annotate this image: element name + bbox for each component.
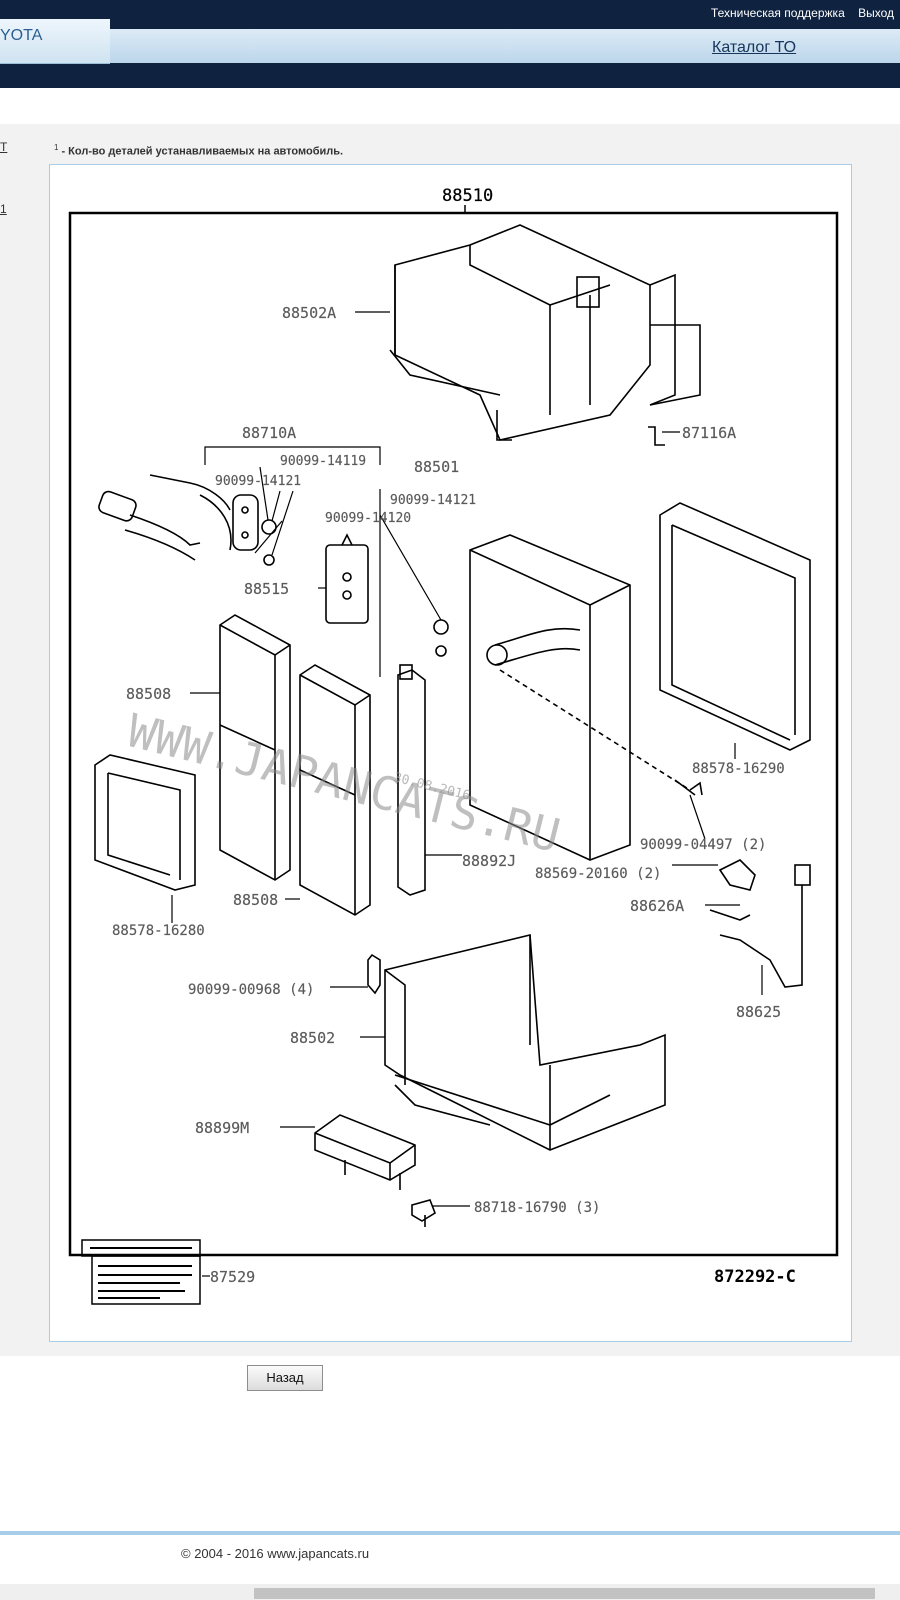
brand-tab[interactable] (0, 19, 110, 64)
tube-assembly (98, 474, 259, 561)
diagram-frame (68, 211, 839, 1257)
diagram-code: 872292-C (714, 1267, 796, 1287)
bracket-87116a (648, 426, 665, 446)
screw-04497 (674, 779, 703, 796)
filter-lower (299, 664, 371, 916)
seal-frame-right (659, 502, 811, 751)
label-90099-14121-a[interactable]: 90099-14121 (215, 474, 301, 489)
label-90099-14120[interactable]: 90099-14120 (325, 511, 411, 526)
label-90099-14121-b[interactable]: 90099-14121 (390, 493, 476, 508)
scrollbar-thumb[interactable] (254, 1588, 875, 1599)
note-text: - Кол-во деталей устанавливаемых на авто… (61, 145, 344, 158)
sidebar-link-2[interactable]: 1 (0, 202, 7, 216)
label-88625[interactable]: 88625 (736, 1003, 781, 1021)
label-90099-14119[interactable]: 90099-14119 (280, 454, 366, 469)
label-plate-87529 (81, 1239, 201, 1305)
logout-link[interactable]: Выход (858, 6, 894, 20)
label-88710a[interactable]: 88710A (242, 424, 296, 442)
sensor-88626a (718, 859, 756, 891)
leader-lines (171, 311, 763, 1277)
label-88892j[interactable]: 88892J (462, 852, 516, 870)
label-90099-04497[interactable]: 90099-04497 (2) (640, 837, 767, 853)
label-88508-lower[interactable]: 88508 (233, 891, 278, 909)
parts-diagram: 88510 (68, 186, 839, 1305)
sidebar-link-1[interactable]: T (0, 140, 8, 154)
label-88515[interactable]: 88515 (244, 580, 289, 598)
expansion-valve (325, 533, 369, 624)
label-88578-16280[interactable]: 88578-16280 (112, 923, 205, 939)
label-88502[interactable]: 88502 (290, 1029, 335, 1047)
o-ring-1 (261, 519, 277, 535)
o-ring-4 (435, 645, 447, 657)
filter-upper (219, 614, 291, 881)
watermark: WWW.JAPANCATS.RU (122, 703, 565, 863)
harness-88625 (709, 864, 811, 988)
note-superscript: 1 (54, 143, 59, 152)
header-strip (110, 29, 900, 63)
evaporator (469, 534, 631, 861)
support-link[interactable]: Техническая поддержка (710, 6, 845, 20)
o-ring-2 (263, 554, 275, 566)
screw-00968 (367, 953, 381, 995)
label-88502a[interactable]: 88502A (282, 304, 336, 322)
label-90099-00968[interactable]: 90099-00968 (4) (188, 982, 315, 998)
plate-88892j (397, 664, 426, 896)
label-87529[interactable]: 87529 (210, 1268, 255, 1286)
bracket-88899m (314, 1114, 416, 1190)
top-label: 88510 (442, 186, 493, 206)
label-88569-20160[interactable]: 88569-20160 (2) (535, 866, 662, 882)
catalog-link[interactable]: Каталог ТО (712, 39, 797, 56)
label-88626a[interactable]: 88626A (630, 897, 684, 915)
label-87116a[interactable]: 87116A (682, 424, 736, 442)
footer-divider (0, 1531, 900, 1535)
lower-housing (384, 934, 666, 1151)
upper-housing (389, 224, 701, 441)
copyright: © 2004 - 2016 www.japancats.ru (181, 1546, 370, 1561)
label-88501[interactable]: 88501 (414, 458, 459, 476)
label-88899m[interactable]: 88899M (195, 1119, 249, 1137)
top-links: Техническая поддержка Выход (701, 6, 894, 20)
label-88508-upper[interactable]: 88508 (126, 685, 171, 703)
label-88718-16790[interactable]: 88718-16790 (3) (474, 1200, 601, 1216)
seal-frame-left (94, 754, 196, 891)
brand-label[interactable]: YOTA (0, 27, 43, 44)
quantity-note: 1- Кол-во деталей устанавливаемых на авт… (54, 143, 343, 158)
o-ring-3 (433, 619, 449, 635)
parts-diagram-box: 88510 (49, 164, 852, 1342)
dashed-guide (499, 669, 691, 791)
back-button[interactable]: Назад (247, 1365, 323, 1391)
sub-header (0, 88, 900, 125)
label-88578-16290[interactable]: 88578-16290 (692, 761, 785, 777)
clip-88718 (411, 1199, 436, 1227)
